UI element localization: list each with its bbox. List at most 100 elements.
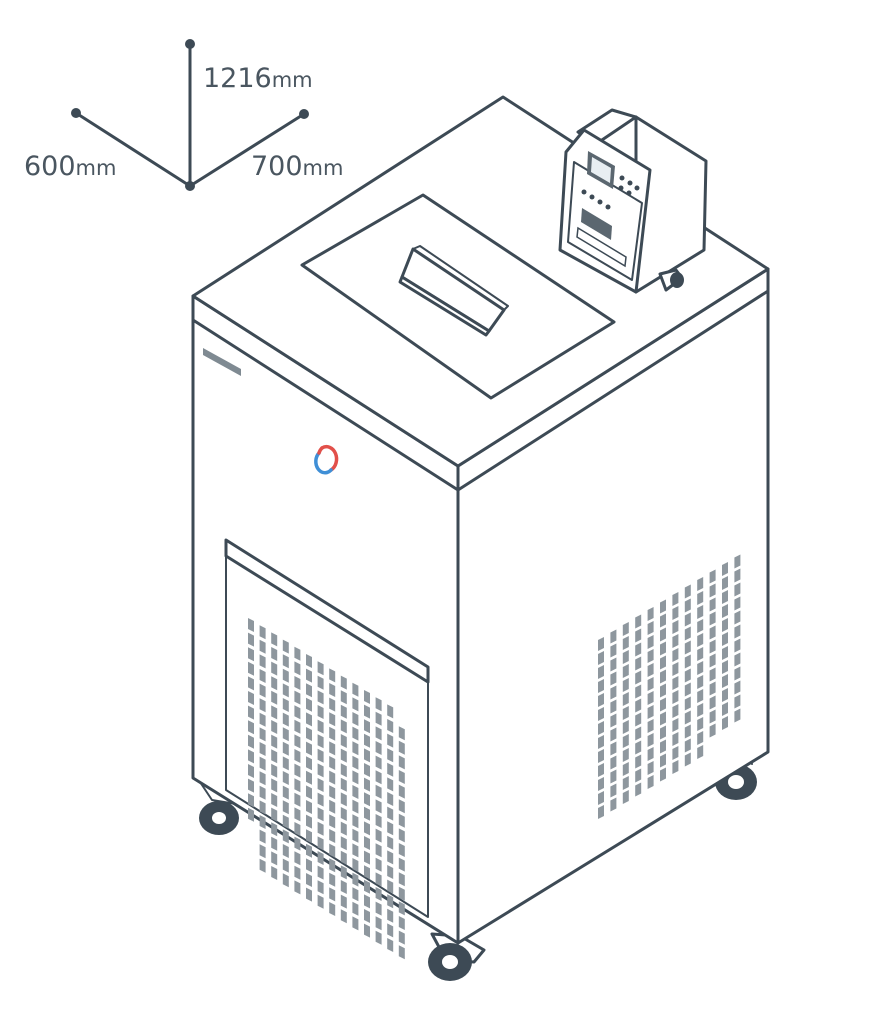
vent-slot [722,562,728,576]
vent-slot [282,668,289,683]
vent-slot [684,626,691,641]
vent-slot [660,655,666,670]
vent-slot [306,873,312,887]
vent-slot [672,634,679,648]
vent-slot [259,654,266,669]
vent-slot [340,690,347,705]
vent-slot [352,916,359,931]
vent-slot [352,682,359,697]
vent-slot [697,591,704,605]
vent-slot [271,778,278,793]
vent-slot [329,858,336,873]
vent-slot [709,709,716,724]
vent-slot [329,843,336,858]
vent-slot [684,640,691,655]
vent-slot [306,727,312,741]
vent-slot [375,930,382,945]
vent-slot [387,894,394,909]
vent-slot [709,625,716,640]
vent-slot [248,691,254,705]
vent-slot [364,850,370,865]
vent-slot [364,865,370,880]
vent-slot [248,618,254,632]
vent-slot [282,814,289,829]
vent-slot [734,582,741,597]
vent-slot [672,648,679,662]
vent-slot [387,762,394,777]
vent-slot [282,741,289,756]
vent-slot [248,734,254,749]
vent-slot [259,742,266,756]
vent-slot [271,734,278,749]
caster-back-left [199,781,239,835]
vent-slot [610,741,617,756]
vent-slot [387,850,394,865]
vent-slot [259,844,266,859]
vent-grille-left [248,618,405,960]
vent-slot [282,712,289,727]
vent-slot [282,829,289,844]
vent-slot [647,663,654,677]
vent-slot [352,828,359,843]
vent-slot [684,710,691,725]
vent-slot [660,627,666,642]
vent-slot [598,637,604,651]
vent-slot [610,713,617,728]
vent-slot [387,865,394,879]
vent-slot [329,770,336,785]
vent-slot [259,800,266,815]
vent-slot [672,732,679,746]
vent-slot [271,661,278,676]
vent-slot [398,857,405,872]
vent-slot [306,800,312,814]
vent-slot [271,822,278,837]
vent-slot [398,916,405,930]
vent-slot [329,829,336,843]
vent-slot [647,775,654,789]
vent-slot [622,790,629,804]
vent-slot [697,619,704,633]
vent-slot [340,719,347,734]
vent-slot [684,724,691,739]
vent-slot [660,641,666,656]
vent-slot [248,778,254,793]
vent-slot [317,894,324,909]
vent-slot [722,646,728,660]
vent-slot [248,661,254,676]
vent-slot [282,858,289,873]
vent-slot [375,887,382,901]
vent-slot [387,733,394,748]
vent-slot [635,670,642,685]
controller-knob [670,272,684,288]
vent-slot [635,698,642,713]
vent-slot [598,679,604,693]
vent-slot [317,821,324,836]
vent-slot [294,822,301,836]
vent-slot [282,771,289,785]
vent-slot [340,821,347,836]
vent-slot [660,767,666,782]
vent-slot [248,749,254,764]
vent-slot [647,705,654,719]
vent-slot [635,614,642,629]
vent-slot [647,621,654,635]
vent-slot [306,756,312,771]
vent-slot [622,664,629,678]
vent-slot [282,800,289,815]
vent-slot [306,785,312,800]
vent-slot [317,748,324,763]
vent-slot [340,909,347,924]
vent-slot [271,632,278,647]
vent-slot [329,872,336,887]
vent-slot [722,660,728,674]
circle-logo-icon [314,444,339,475]
vent-slot [340,894,347,909]
vent-slot [684,752,691,767]
brand-plate [203,348,241,376]
vent-slot [672,606,679,620]
vent-slot [375,784,382,799]
vent-slot [635,754,642,769]
vent-slot [317,705,324,719]
vent-slot [340,807,347,821]
vent-slot [684,584,691,599]
